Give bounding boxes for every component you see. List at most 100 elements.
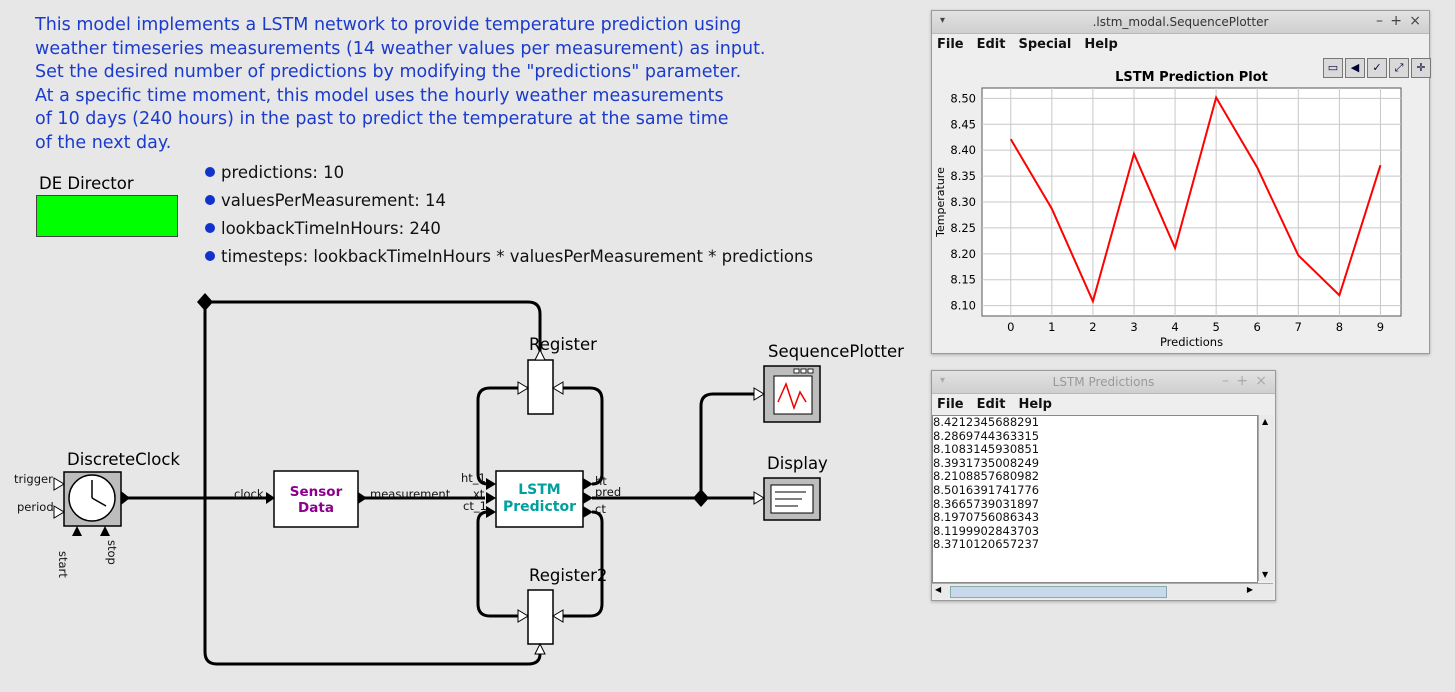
menu-edit[interactable]: Edit	[976, 397, 1006, 412]
description-line: This model implements a LSTM network to …	[35, 15, 742, 35]
port-pred-label: pred	[595, 485, 622, 499]
parameter-values-per-measurement[interactable]: valuesPerMeasurement: 14	[205, 191, 446, 210]
chart-title: LSTM Prediction Plot	[1115, 70, 1268, 85]
scroll-down-icon[interactable]: ▼	[1262, 570, 1269, 579]
plotter-label: SequencePlotter	[768, 342, 904, 361]
prediction-line: 8.2869744363315	[933, 428, 1040, 443]
description-line: weather timeseries measurements (14 weat…	[35, 38, 766, 59]
menu-special[interactable]: Special	[1018, 37, 1072, 52]
port-trigger-label: trigger	[14, 472, 53, 486]
parameter-timesteps[interactable]: timesteps: lookbackTimeInHours * valuesP…	[205, 247, 813, 266]
fill-icon[interactable]: ✛	[1411, 58, 1431, 78]
scroll-left-icon[interactable]: ◀	[935, 585, 942, 594]
register2-actor	[517, 589, 564, 655]
print-icon[interactable]: ▭	[1323, 58, 1343, 78]
parameter-dot-icon	[205, 223, 215, 233]
port-xt-label: xt	[473, 487, 485, 501]
sequence-plotter-window[interactable]: ▾ .lstm_modal.SequencePlotter – + × File…	[931, 10, 1431, 354]
wire-reg2-out	[476, 510, 528, 618]
y-tick-label: 8.10	[950, 299, 976, 313]
prediction-line: 8.3710120657237	[933, 537, 1040, 552]
parameter-text: timesteps: lookbackTimeInHours * valuesP…	[221, 247, 814, 266]
maximize-icon[interactable]: +	[1236, 373, 1248, 389]
lstm-predictor-title[interactable]: LSTM Predictor	[496, 482, 583, 516]
description-line: of the next day.	[35, 132, 172, 153]
scroll-right-icon[interactable]: ▶	[1246, 585, 1253, 594]
plot-window-titlebar[interactable]: ▾ .lstm_modal.SequencePlotter – + ×	[932, 11, 1429, 34]
window-menu-icon[interactable]: ▾	[940, 375, 946, 386]
parameter-text: lookbackTimeInHours: 240	[221, 219, 441, 238]
series-line	[1009, 94, 1382, 305]
menu-help[interactable]: Help	[1018, 397, 1052, 412]
port-period-label: period	[17, 500, 54, 514]
description-line: Set the desired number of predictions by…	[35, 62, 742, 83]
vertical-scrollbar[interactable]: ▲ ▼	[1258, 415, 1274, 581]
display-window-titlebar[interactable]: ▾ LSTM Predictions – + ×	[932, 371, 1275, 394]
menu-file[interactable]: File	[937, 37, 964, 52]
display-window[interactable]: ▾ LSTM Predictions – + × File Edit Help 8.…	[931, 370, 1276, 601]
wire-ht	[562, 386, 604, 486]
scroll-up-icon[interactable]: ▲	[1262, 417, 1269, 426]
wire-top-register	[205, 300, 542, 360]
x-tick-label: 7	[1295, 320, 1302, 334]
port-ht-label: ht	[595, 474, 607, 488]
plot-window-title: .lstm_modal.SequencePlotter	[1092, 15, 1269, 29]
maximize-icon[interactable]: +	[1390, 13, 1402, 29]
director-label: DE Director	[39, 174, 134, 193]
minimize-icon[interactable]: –	[1222, 373, 1229, 389]
close-icon[interactable]: ×	[1409, 13, 1421, 29]
x-tick-label: 3	[1130, 320, 1137, 334]
close-icon[interactable]: ×	[1255, 373, 1267, 389]
sensor-data-title[interactable]: Sensor Data	[274, 484, 358, 516]
port-start-label: start	[56, 551, 70, 578]
menu-help[interactable]: Help	[1084, 37, 1118, 52]
relation-diamond-output	[693, 489, 709, 507]
predictions-text-area[interactable]: 8.4212345688291 8.2869744363315 8.108314…	[932, 415, 1258, 583]
parameter-dot-icon	[205, 167, 215, 177]
parameter-predictions[interactable]: predictions: 10	[205, 163, 344, 182]
lstm-predictor-actor	[486, 470, 593, 528]
display-label: Display	[767, 454, 828, 473]
window-menu-icon[interactable]: ▾	[940, 15, 946, 26]
port-ct-label: ct	[595, 502, 606, 516]
model-description: This model implements a LSTM network to …	[35, 14, 766, 156]
prediction-line: 8.1970756086343	[933, 510, 1040, 525]
x-tick-label: 8	[1336, 320, 1343, 334]
x-tick-label: 5	[1212, 320, 1219, 334]
wire-bus-vertical	[203, 302, 542, 666]
menu-file[interactable]: File	[937, 397, 964, 412]
format-icon[interactable]: ✓	[1367, 58, 1387, 78]
x-tick-label: 4	[1171, 320, 1178, 334]
prediction-line: 8.5016391741776	[933, 482, 1040, 497]
x-tick-label: 9	[1377, 320, 1384, 334]
y-tick-label: 8.25	[950, 221, 976, 235]
parameter-lookback[interactable]: lookbackTimeInHours: 240	[205, 219, 441, 238]
port-ht1-label: ht_1	[461, 471, 486, 485]
minimize-icon[interactable]: –	[1376, 13, 1383, 29]
parameter-dot-icon	[205, 195, 215, 205]
sequence-plotter-actor	[753, 365, 821, 423]
port-measurement-label: measurement	[370, 487, 451, 501]
wire-plotter	[699, 392, 758, 498]
plot-menubar: File Edit Special Help	[932, 34, 1429, 55]
reset-axes-icon[interactable]: ◀	[1345, 58, 1365, 78]
horizontal-scrollbar[interactable]: ◀ ▶	[932, 583, 1273, 599]
y-tick-label: 8.20	[950, 247, 976, 261]
y-tick-label: 8.45	[950, 117, 976, 131]
zoom-fit-icon[interactable]: ⤢	[1389, 58, 1409, 78]
menu-edit[interactable]: Edit	[976, 37, 1006, 52]
sensor-line: Sensor	[289, 484, 343, 500]
y-axis-label: Temperature	[934, 167, 947, 238]
parameter-text: predictions: 10	[221, 163, 345, 182]
display-window-title: LSTM Predictions	[1052, 375, 1155, 389]
prediction-line: 8.1199902843703	[933, 523, 1040, 538]
lstm-line: LSTM	[518, 482, 561, 498]
scroll-thumb[interactable]	[950, 586, 1167, 598]
x-tick-label: 6	[1254, 320, 1261, 334]
de-director[interactable]	[36, 195, 178, 237]
sensor-line: Data	[298, 500, 334, 516]
y-tick-label: 8.35	[950, 169, 976, 183]
port-stop-label: stop	[105, 540, 119, 565]
